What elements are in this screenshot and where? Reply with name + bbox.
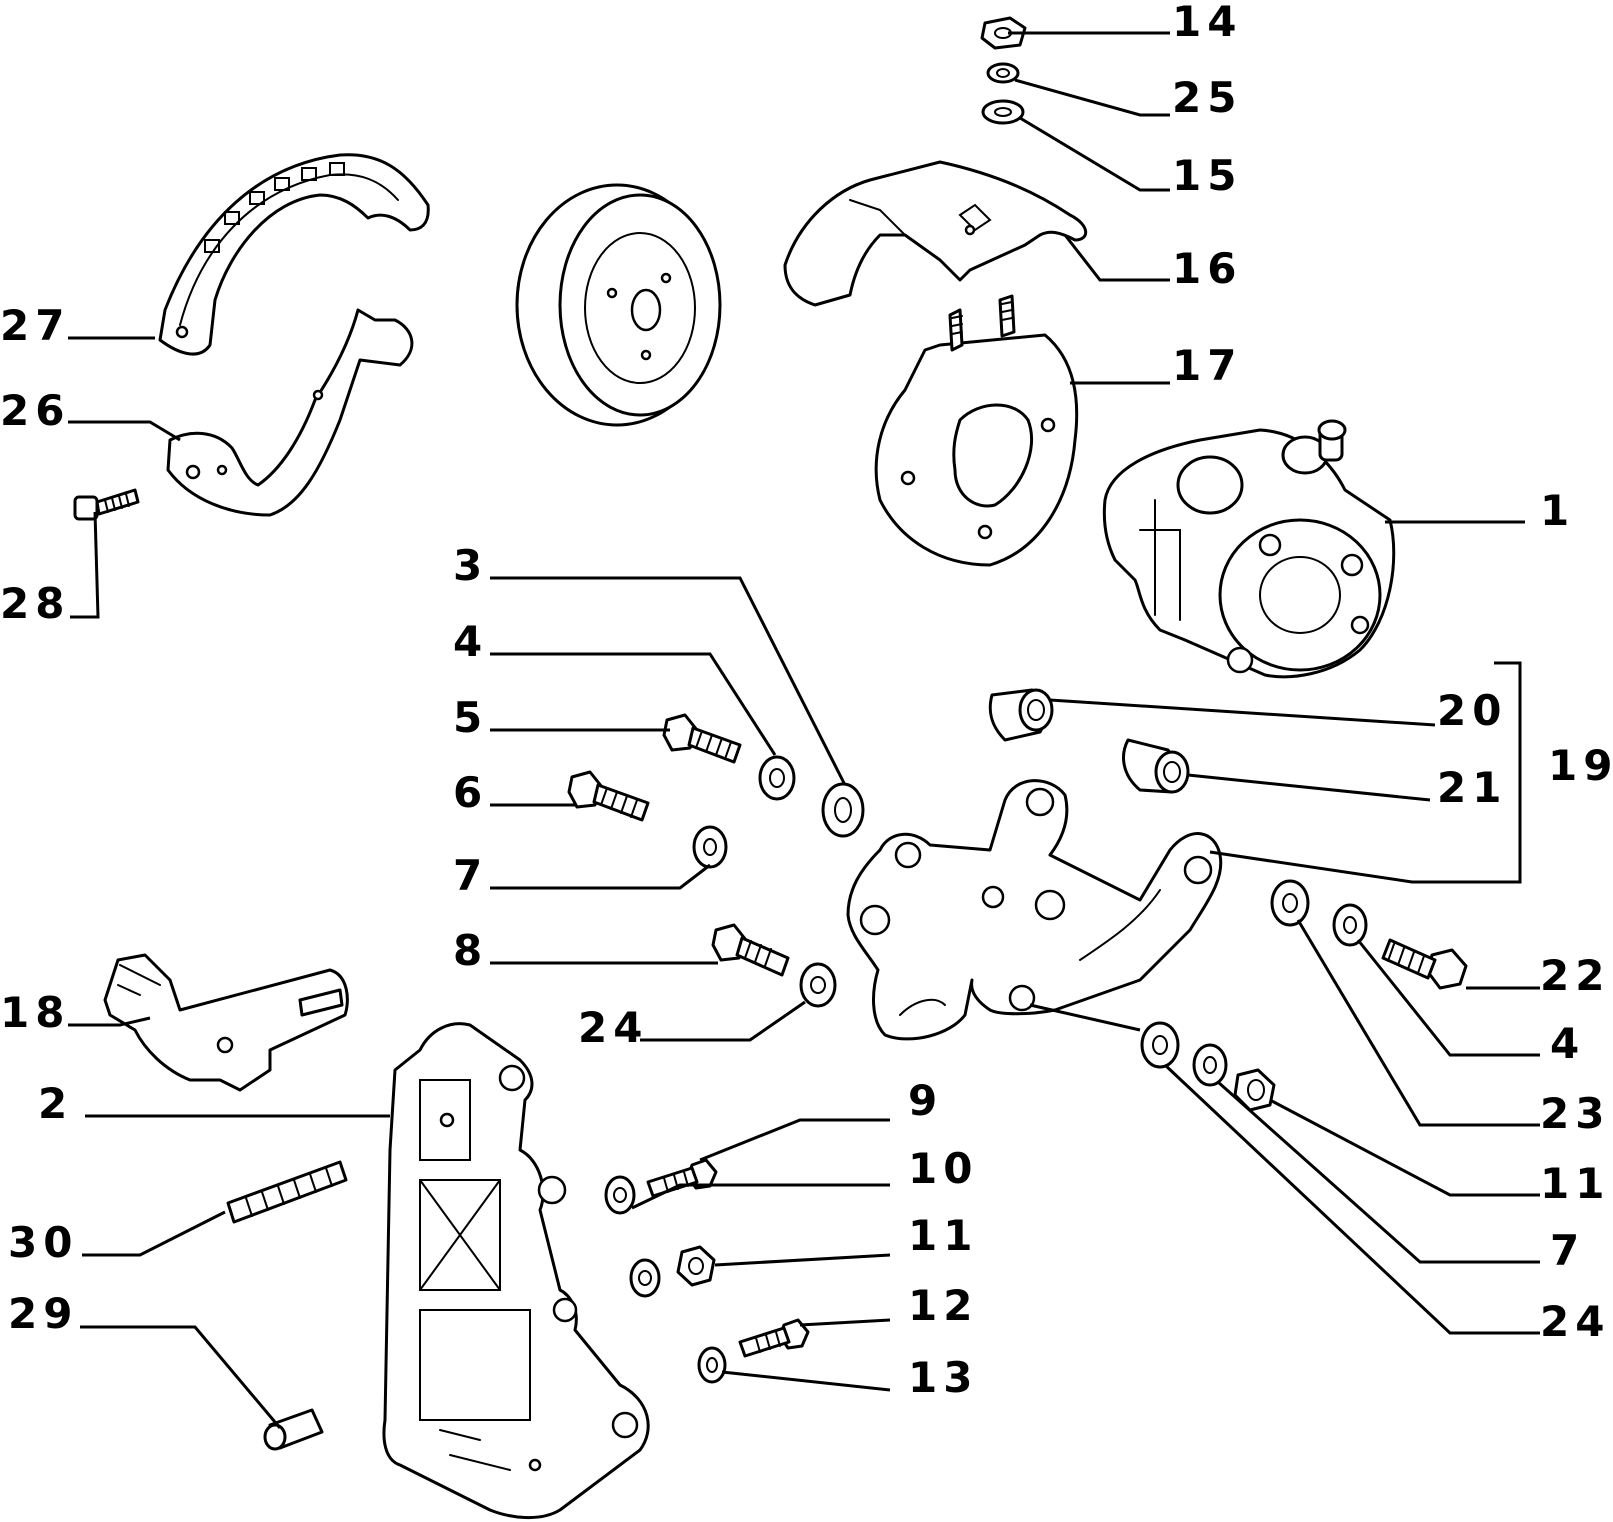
callout-23: 23 — [1540, 1089, 1610, 1138]
part-24-washer-left — [799, 962, 837, 1008]
part-16-upper-bracket — [783, 160, 1088, 307]
callout-2: 2 — [38, 1079, 73, 1128]
part-4-lock-washer-right — [1332, 903, 1368, 947]
part-18-arm — [103, 953, 349, 1092]
callout-13: 13 — [908, 1353, 978, 1402]
part-9-bolt — [646, 1158, 718, 1198]
callout-29: 29 — [8, 1289, 78, 1338]
part-7-lock-washer-right — [1192, 1043, 1228, 1087]
part-5-bolt — [662, 713, 742, 764]
part-4-lock-washer — [758, 755, 796, 801]
callout-17: 17 — [1172, 341, 1242, 390]
part-26-bracket-arm — [166, 308, 414, 517]
callout-24: 24 — [578, 1003, 648, 1052]
callout-4: 4 — [453, 617, 488, 666]
callout-12: 12 — [908, 1281, 978, 1330]
part-10-washer — [604, 1175, 661, 1298]
callout-14: 14 — [1172, 0, 1242, 46]
part-24-washer-right — [1140, 1021, 1180, 1069]
callout-11-right: 11 — [1540, 1159, 1610, 1208]
part-20-spacer — [988, 688, 1054, 742]
part-6-bolt — [567, 770, 650, 822]
callout-1: 1 — [1540, 486, 1575, 535]
callout-3: 3 — [453, 541, 488, 590]
callout-8: 8 — [453, 926, 488, 975]
part-7-washer-left — [692, 825, 728, 869]
callout-26: 26 — [0, 386, 70, 435]
callout-22: 22 — [1540, 951, 1610, 1000]
part-22-bolt — [1381, 938, 1468, 990]
callout-4-right: 4 — [1550, 1019, 1585, 1068]
callout-7-right: 7 — [1550, 1226, 1585, 1275]
part-8-bolt — [711, 923, 790, 977]
part-14-nut — [980, 16, 1027, 50]
part-23-washer — [1270, 879, 1310, 927]
part-21-spacer — [1122, 738, 1190, 794]
part-25-lock-washer — [986, 62, 1020, 84]
callout-28: 28 — [0, 579, 70, 628]
part-15-washer — [981, 99, 1025, 125]
part-28-bolt — [73, 488, 140, 521]
pulley — [515, 183, 722, 427]
leader-lines — [68, 31, 1540, 1429]
callout-9: 9 — [908, 1076, 943, 1125]
callout-18: 18 — [0, 988, 70, 1037]
part-3-washer — [821, 782, 865, 838]
callout-labels: 14 25 15 16 17 1 27 26 28 3 4 5 6 7 8 24… — [0, 0, 1613, 1402]
callout-27: 27 — [0, 301, 70, 350]
part-1-pump — [1102, 419, 1396, 679]
part-2-large-bracket — [382, 1022, 650, 1520]
callout-19: 19 — [1548, 741, 1613, 790]
part-12-bolt — [738, 1318, 810, 1358]
part-11-nut-left — [676, 1245, 716, 1287]
part-13-washer — [697, 1346, 727, 1384]
part-29-dowel — [263, 1408, 324, 1451]
part-27-belt-guard — [158, 153, 430, 356]
part-19-main-bracket — [846, 779, 1223, 1041]
callout-24-right: 24 — [1540, 1297, 1610, 1346]
callout-15: 15 — [1172, 151, 1242, 200]
callout-25: 25 — [1172, 73, 1242, 122]
callout-20: 20 — [1437, 686, 1507, 735]
part-11-nut-right — [1233, 1068, 1276, 1112]
callout-7: 7 — [453, 851, 488, 900]
callout-30: 30 — [8, 1218, 78, 1267]
callout-21: 21 — [1437, 763, 1507, 812]
callout-6: 6 — [453, 768, 488, 817]
callout-11: 11 — [908, 1211, 978, 1260]
callout-5: 5 — [453, 693, 488, 742]
callout-16: 16 — [1172, 244, 1242, 293]
part-30-stud — [226, 1160, 348, 1224]
callout-10: 10 — [908, 1144, 978, 1193]
part-17-mounting-plate — [874, 294, 1079, 567]
